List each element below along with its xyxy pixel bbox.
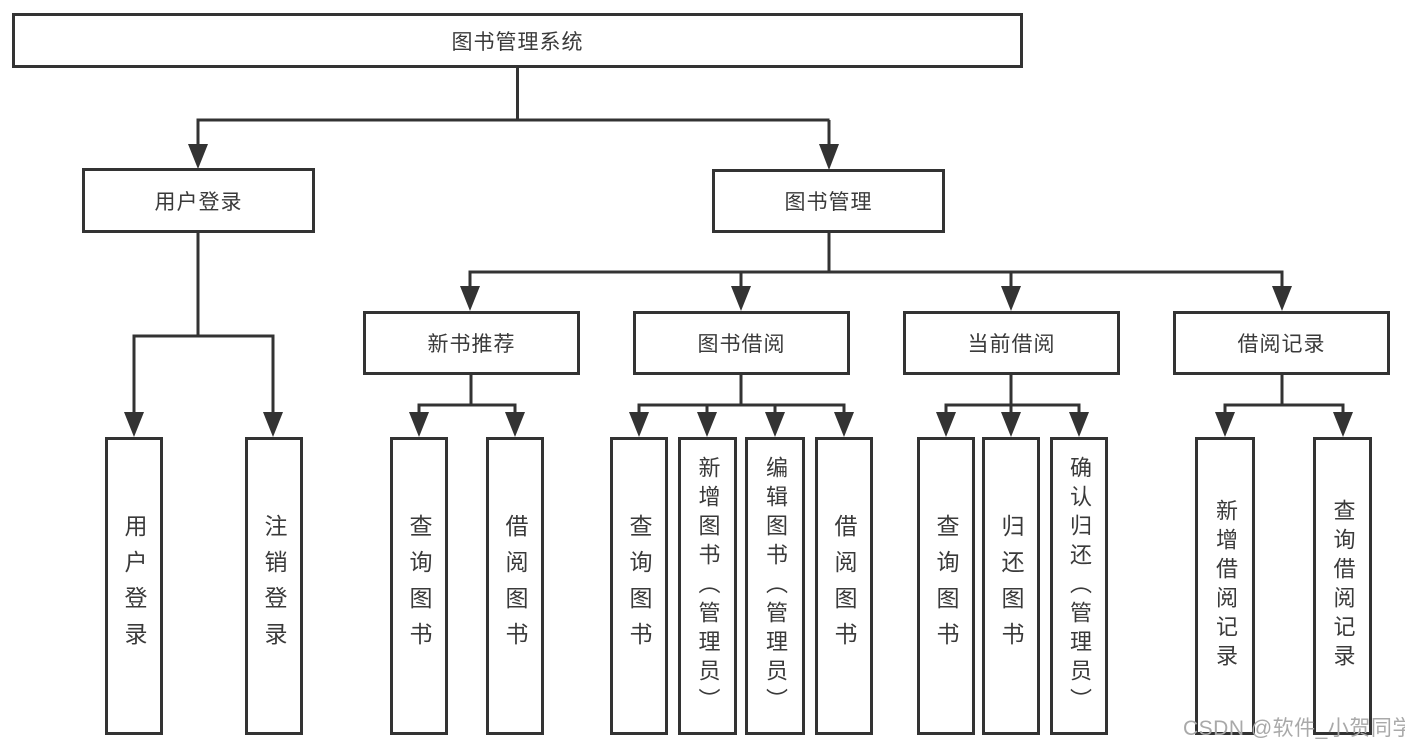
leaf-edit-books-admin: 编辑图书（管理员）	[745, 437, 805, 735]
leaf-query-books-2: 查询图书	[610, 437, 668, 735]
leaf-confirm-return-admin: 确认归还（管理员）	[1050, 437, 1108, 735]
leaf-borrow-books-2: 借阅图书	[815, 437, 873, 735]
leaf-query-books-1: 查询图书	[390, 437, 448, 735]
arrowheads	[124, 144, 1353, 437]
leaf-query-borrow-record: 查询借阅记录	[1313, 437, 1372, 735]
node-current-borrowing: 当前借阅	[903, 311, 1120, 375]
node-library-management-system: 图书管理系统	[12, 13, 1023, 68]
node-borrowing-records: 借阅记录	[1173, 311, 1390, 375]
connector-lines	[132, 68, 1345, 417]
csdn-watermark: CSDN @软件_小贺同学	[1183, 717, 1405, 740]
leaf-return-books: 归还图书	[982, 437, 1040, 735]
leaf-logout: 注销登录	[245, 437, 303, 735]
node-book-borrowing: 图书借阅	[633, 311, 850, 375]
leaf-borrow-books-1: 借阅图书	[486, 437, 544, 735]
leaf-user-login: 用户登录	[105, 437, 163, 735]
leaf-add-books-admin: 新增图书（管理员）	[678, 437, 737, 735]
leaf-add-borrow-record: 新增借阅记录	[1195, 437, 1255, 735]
node-user-login: 用户登录	[82, 168, 315, 233]
leaf-query-books-3: 查询图书	[917, 437, 975, 735]
node-book-management: 图书管理	[712, 169, 945, 233]
node-new-book-recommendation: 新书推荐	[363, 311, 580, 375]
